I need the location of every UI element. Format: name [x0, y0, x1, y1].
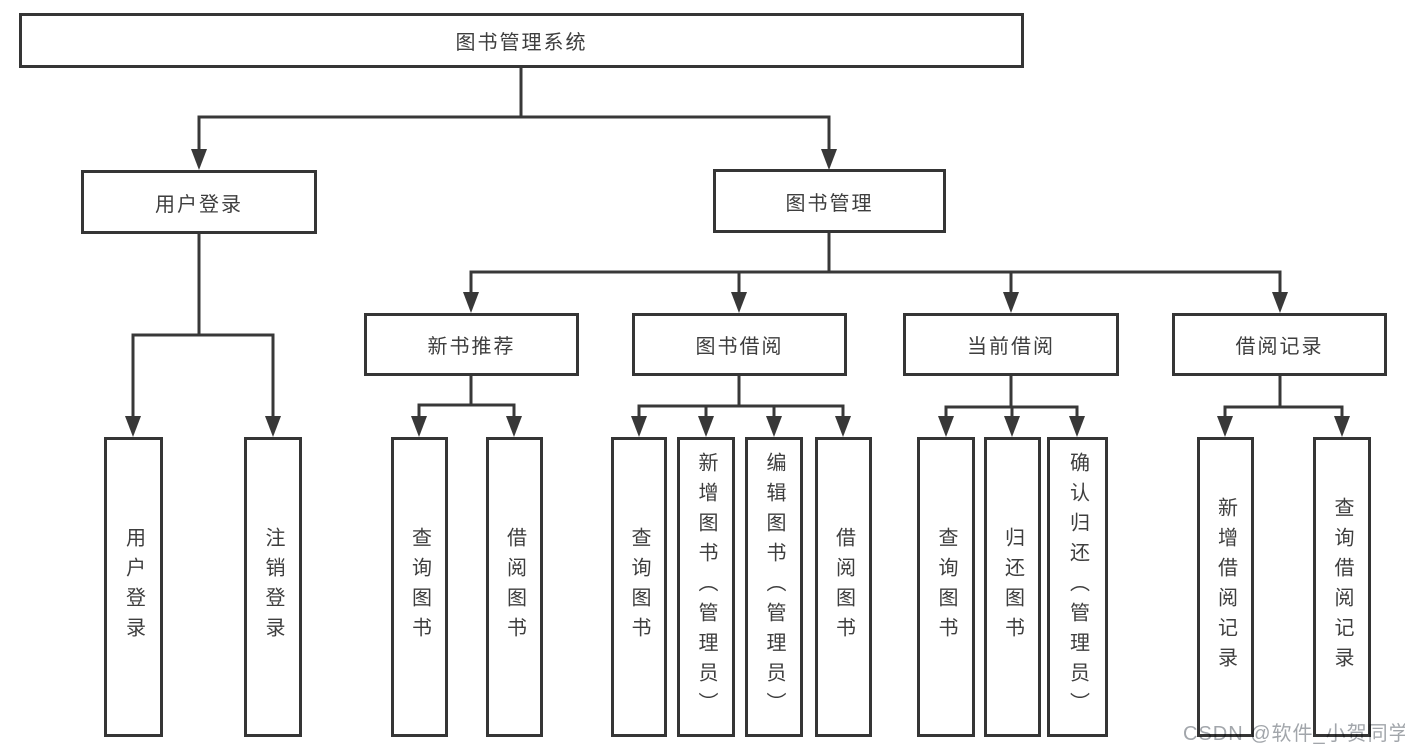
leaf-label: 新增图书（管理员） — [695, 452, 717, 722]
leaf-label: 归还图书 — [1001, 527, 1024, 647]
arrow-down-icon — [463, 292, 479, 313]
leaf-logout: 注销登录 — [244, 437, 302, 737]
arrow-down-icon — [731, 292, 747, 313]
connector-book-management-split — [463, 233, 1288, 313]
leaf-confirm-return-admin: 确认归还（管理员） — [1047, 437, 1108, 737]
connector-new-book-split — [411, 376, 522, 437]
node-new-book-recommend: 新书推荐 — [364, 313, 579, 376]
leaf-query-borrow-record: 查询借阅记录 — [1313, 437, 1371, 737]
node-borrow-records: 借阅记录 — [1172, 313, 1387, 376]
node-label: 用户登录 — [155, 193, 243, 216]
node-label: 借阅记录 — [1235, 336, 1324, 358]
leaf-label: 用户登录 — [122, 527, 145, 647]
leaf-label: 查询图书 — [935, 527, 957, 647]
arrow-down-icon — [938, 416, 954, 437]
leaf-label: 借阅图书 — [503, 527, 526, 647]
connector-book-borrow-split — [631, 376, 851, 437]
leaf-add-borrow-record: 新增借阅记录 — [1197, 437, 1254, 737]
arrow-down-icon — [1004, 416, 1020, 437]
leaf-edit-books-admin: 编辑图书（管理员） — [745, 437, 803, 737]
leaf-query-books-2: 查询图书 — [611, 437, 667, 737]
csdn-watermark: CSDN @软件_小贺同学 — [1183, 723, 1405, 745]
node-book-management: 图书管理 — [713, 169, 946, 233]
arrow-down-icon — [411, 416, 427, 437]
node-label: 当前借阅 — [967, 336, 1055, 358]
node-label: 图书管理 — [785, 192, 874, 215]
node-book-borrow: 图书借阅 — [632, 313, 847, 376]
arrow-down-icon — [1069, 416, 1085, 437]
connector-root-split — [191, 68, 837, 170]
leaf-query-books-1: 查询图书 — [391, 437, 448, 737]
leaf-label: 借阅图书 — [832, 527, 855, 647]
arrow-down-icon — [1217, 416, 1233, 437]
node-label: 新书推荐 — [427, 336, 516, 358]
node-label: 图书借阅 — [695, 336, 784, 358]
node-label: 图书管理系统 — [455, 32, 588, 54]
leaf-borrow-books-2: 借阅图书 — [815, 437, 872, 737]
leaf-query-books-3: 查询图书 — [917, 437, 975, 737]
leaf-label: 确认归还（管理员） — [1066, 452, 1089, 722]
arrow-down-icon — [1272, 292, 1288, 313]
leaf-label: 新增借阅记录 — [1214, 497, 1237, 677]
leaf-label: 编辑图书（管理员） — [763, 452, 785, 722]
arrow-down-icon — [506, 416, 522, 437]
leaf-label: 查询图书 — [408, 527, 431, 647]
leaf-borrow-books-1: 借阅图书 — [486, 437, 543, 737]
leaf-label: 查询借阅记录 — [1331, 497, 1353, 677]
arrow-down-icon — [1003, 292, 1019, 313]
connector-user-login-split — [125, 234, 281, 437]
node-current-borrow: 当前借阅 — [903, 313, 1119, 376]
leaf-return-books: 归还图书 — [984, 437, 1041, 737]
arrow-down-icon — [1334, 416, 1350, 437]
arrow-down-icon — [766, 416, 782, 437]
arrow-down-icon — [191, 149, 207, 170]
arrow-down-icon — [835, 416, 851, 437]
arrow-down-icon — [631, 416, 647, 437]
node-user-login: 用户登录 — [81, 170, 317, 234]
arrow-down-icon — [698, 416, 714, 437]
arrow-down-icon — [821, 149, 837, 170]
arrow-down-icon — [125, 416, 141, 437]
leaf-label: 注销登录 — [262, 527, 284, 647]
node-library-management-system: 图书管理系统 — [19, 13, 1024, 68]
leaf-add-books-admin: 新增图书（管理员） — [677, 437, 735, 737]
leaf-label: 查询图书 — [628, 527, 650, 647]
arrow-down-icon — [265, 416, 281, 437]
leaf-user-login: 用户登录 — [104, 437, 163, 737]
connector-current-borrow-split — [938, 376, 1085, 437]
connector-borrow-records-split — [1217, 376, 1350, 437]
